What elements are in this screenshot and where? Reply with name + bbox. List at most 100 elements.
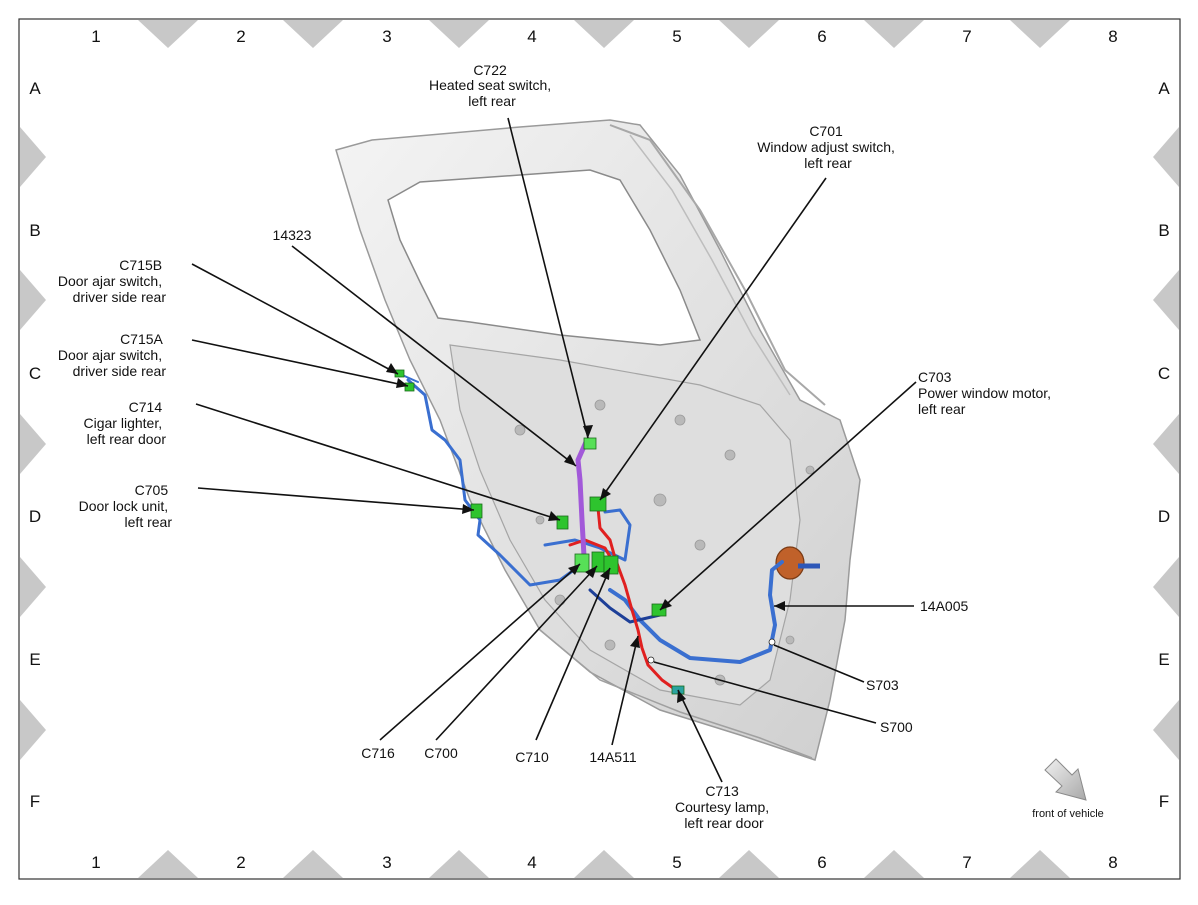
arrowhead-c701 — [600, 488, 611, 500]
panel-hole — [604, 639, 616, 651]
grid-row-d-right: D — [1158, 507, 1170, 526]
callout-14323: 14323 — [273, 227, 312, 243]
grid-col-4: 4 — [527, 27, 536, 46]
callout-s703: S703 — [866, 677, 899, 693]
leader-c713 — [677, 689, 723, 783]
splice-s700 — [647, 656, 655, 664]
callout-14a511: 14A511 — [589, 749, 636, 765]
connector-c714 — [556, 515, 569, 530]
callout-c701-line2: left rear — [804, 155, 852, 171]
grid-marker-top — [719, 20, 779, 48]
callout-c715b-id: C715B — [119, 257, 162, 273]
grid-row-c-right: C — [1158, 364, 1170, 383]
callout-c713-line1: Courtesy lamp, — [675, 799, 769, 815]
leader-c701 — [599, 177, 827, 501]
leader-c700 — [435, 565, 598, 741]
grid-markers — [20, 20, 1179, 878]
connector-c715a — [404, 382, 415, 392]
connector-c716 — [574, 553, 590, 573]
grid-marker-right — [1153, 557, 1179, 617]
grid-marker-left — [20, 700, 46, 760]
grid-marker-left — [20, 414, 46, 474]
grid-marker-bottom — [1010, 850, 1070, 878]
grid-marker-left — [20, 127, 46, 187]
grid-marker-left — [20, 270, 46, 330]
leader-s703 — [773, 644, 865, 683]
arrowhead-c715b — [386, 363, 398, 374]
callout-c722: C722 Heated seat switch, left rear — [429, 62, 555, 109]
callout-c715a-line1: Door ajar switch, — [58, 347, 162, 363]
leader-c715b — [191, 263, 399, 375]
panel-hole — [514, 424, 526, 436]
grid-col-3: 3 — [382, 27, 391, 46]
callout-14a005: 14A005 — [920, 598, 968, 614]
callout-c701-id: C701 — [809, 123, 843, 139]
callout-c715b-line2: driver side rear — [73, 289, 167, 305]
grid-column-labels-bottom: 1 2 3 4 5 6 7 8 — [91, 853, 1117, 872]
panel-holes — [514, 399, 815, 686]
harness-purple — [575, 439, 589, 559]
callout-s700: S700 — [880, 719, 913, 735]
callout-labels: C722 Heated seat switch, left rear C701 … — [58, 62, 1051, 831]
grid-marker-bottom — [719, 850, 779, 878]
arrowhead-c705 — [462, 504, 474, 514]
leader-c716 — [379, 563, 581, 741]
callout-c701: C701 Window adjust switch, left rear — [757, 123, 899, 171]
harness-blue-lock — [543, 508, 632, 562]
connector-c701 — [589, 496, 607, 512]
leader-s700 — [653, 661, 877, 724]
panel-hole — [554, 594, 566, 606]
arrowhead-c722 — [583, 425, 593, 438]
callout-c716: C716 — [361, 745, 395, 761]
door-lower-edge — [539, 629, 813, 759]
leader-c703 — [659, 381, 917, 611]
callout-c705-line1: Door lock unit, — [79, 498, 168, 514]
harness-red-main — [596, 506, 678, 692]
grid-row-b-right: B — [1158, 221, 1169, 240]
callout-c722-line2: left rear — [468, 93, 516, 109]
arrowhead-c716 — [568, 564, 580, 575]
grid-marker-right — [1153, 700, 1179, 760]
grid-marker-top — [138, 20, 198, 48]
connector-c705 — [470, 503, 483, 519]
grid-marker-bottom — [138, 850, 198, 878]
arrowhead-c703 — [660, 599, 672, 610]
callout-c703-id: C703 — [918, 369, 952, 385]
panel-hole — [785, 635, 795, 645]
panel-hole — [694, 539, 706, 551]
panel-hole — [674, 414, 686, 426]
connector-c722 — [583, 437, 597, 450]
callout-c703-line1: Power window motor, — [918, 385, 1051, 401]
leader-c705 — [197, 487, 475, 511]
panel-hole — [594, 399, 606, 411]
front-arrow-icon — [1044, 758, 1087, 801]
grid-col-8-bottom: 8 — [1108, 853, 1117, 872]
grid-marker-bottom — [283, 850, 343, 878]
callout-c714: C714 Cigar lighter, left rear door — [84, 399, 167, 447]
door-inner-panel — [449, 344, 801, 706]
panel-hole — [724, 449, 736, 461]
grid-row-e-right: E — [1158, 650, 1169, 669]
grid-col-5: 5 — [672, 27, 681, 46]
grid-marker-bottom — [429, 850, 489, 878]
callout-c715a-id: C715A — [120, 331, 163, 347]
arrowhead-c713 — [677, 690, 686, 703]
rear-door-illustration — [335, 119, 861, 761]
panel-hole — [535, 515, 545, 525]
door-rear-edge-inner — [629, 134, 791, 396]
panel-hole — [805, 465, 815, 475]
connector-c710 — [603, 555, 619, 575]
arrowhead-c715a — [396, 378, 408, 388]
grid-row-f: F — [30, 792, 40, 811]
arrowhead-c714 — [548, 511, 560, 521]
arrowhead-c710 — [600, 568, 610, 580]
grid-row-d: D — [29, 507, 41, 526]
grid-marker-bottom — [864, 850, 924, 878]
callout-c713-line2: left rear door — [684, 815, 764, 831]
callout-c701-line1: Window adjust switch, — [757, 139, 895, 155]
callout-c713-id: C713 — [705, 783, 739, 799]
harness-blue-dark — [588, 588, 662, 624]
callout-c715b: C715B Door ajar switch, driver side rear — [58, 257, 166, 305]
grid-col-7: 7 — [962, 27, 971, 46]
